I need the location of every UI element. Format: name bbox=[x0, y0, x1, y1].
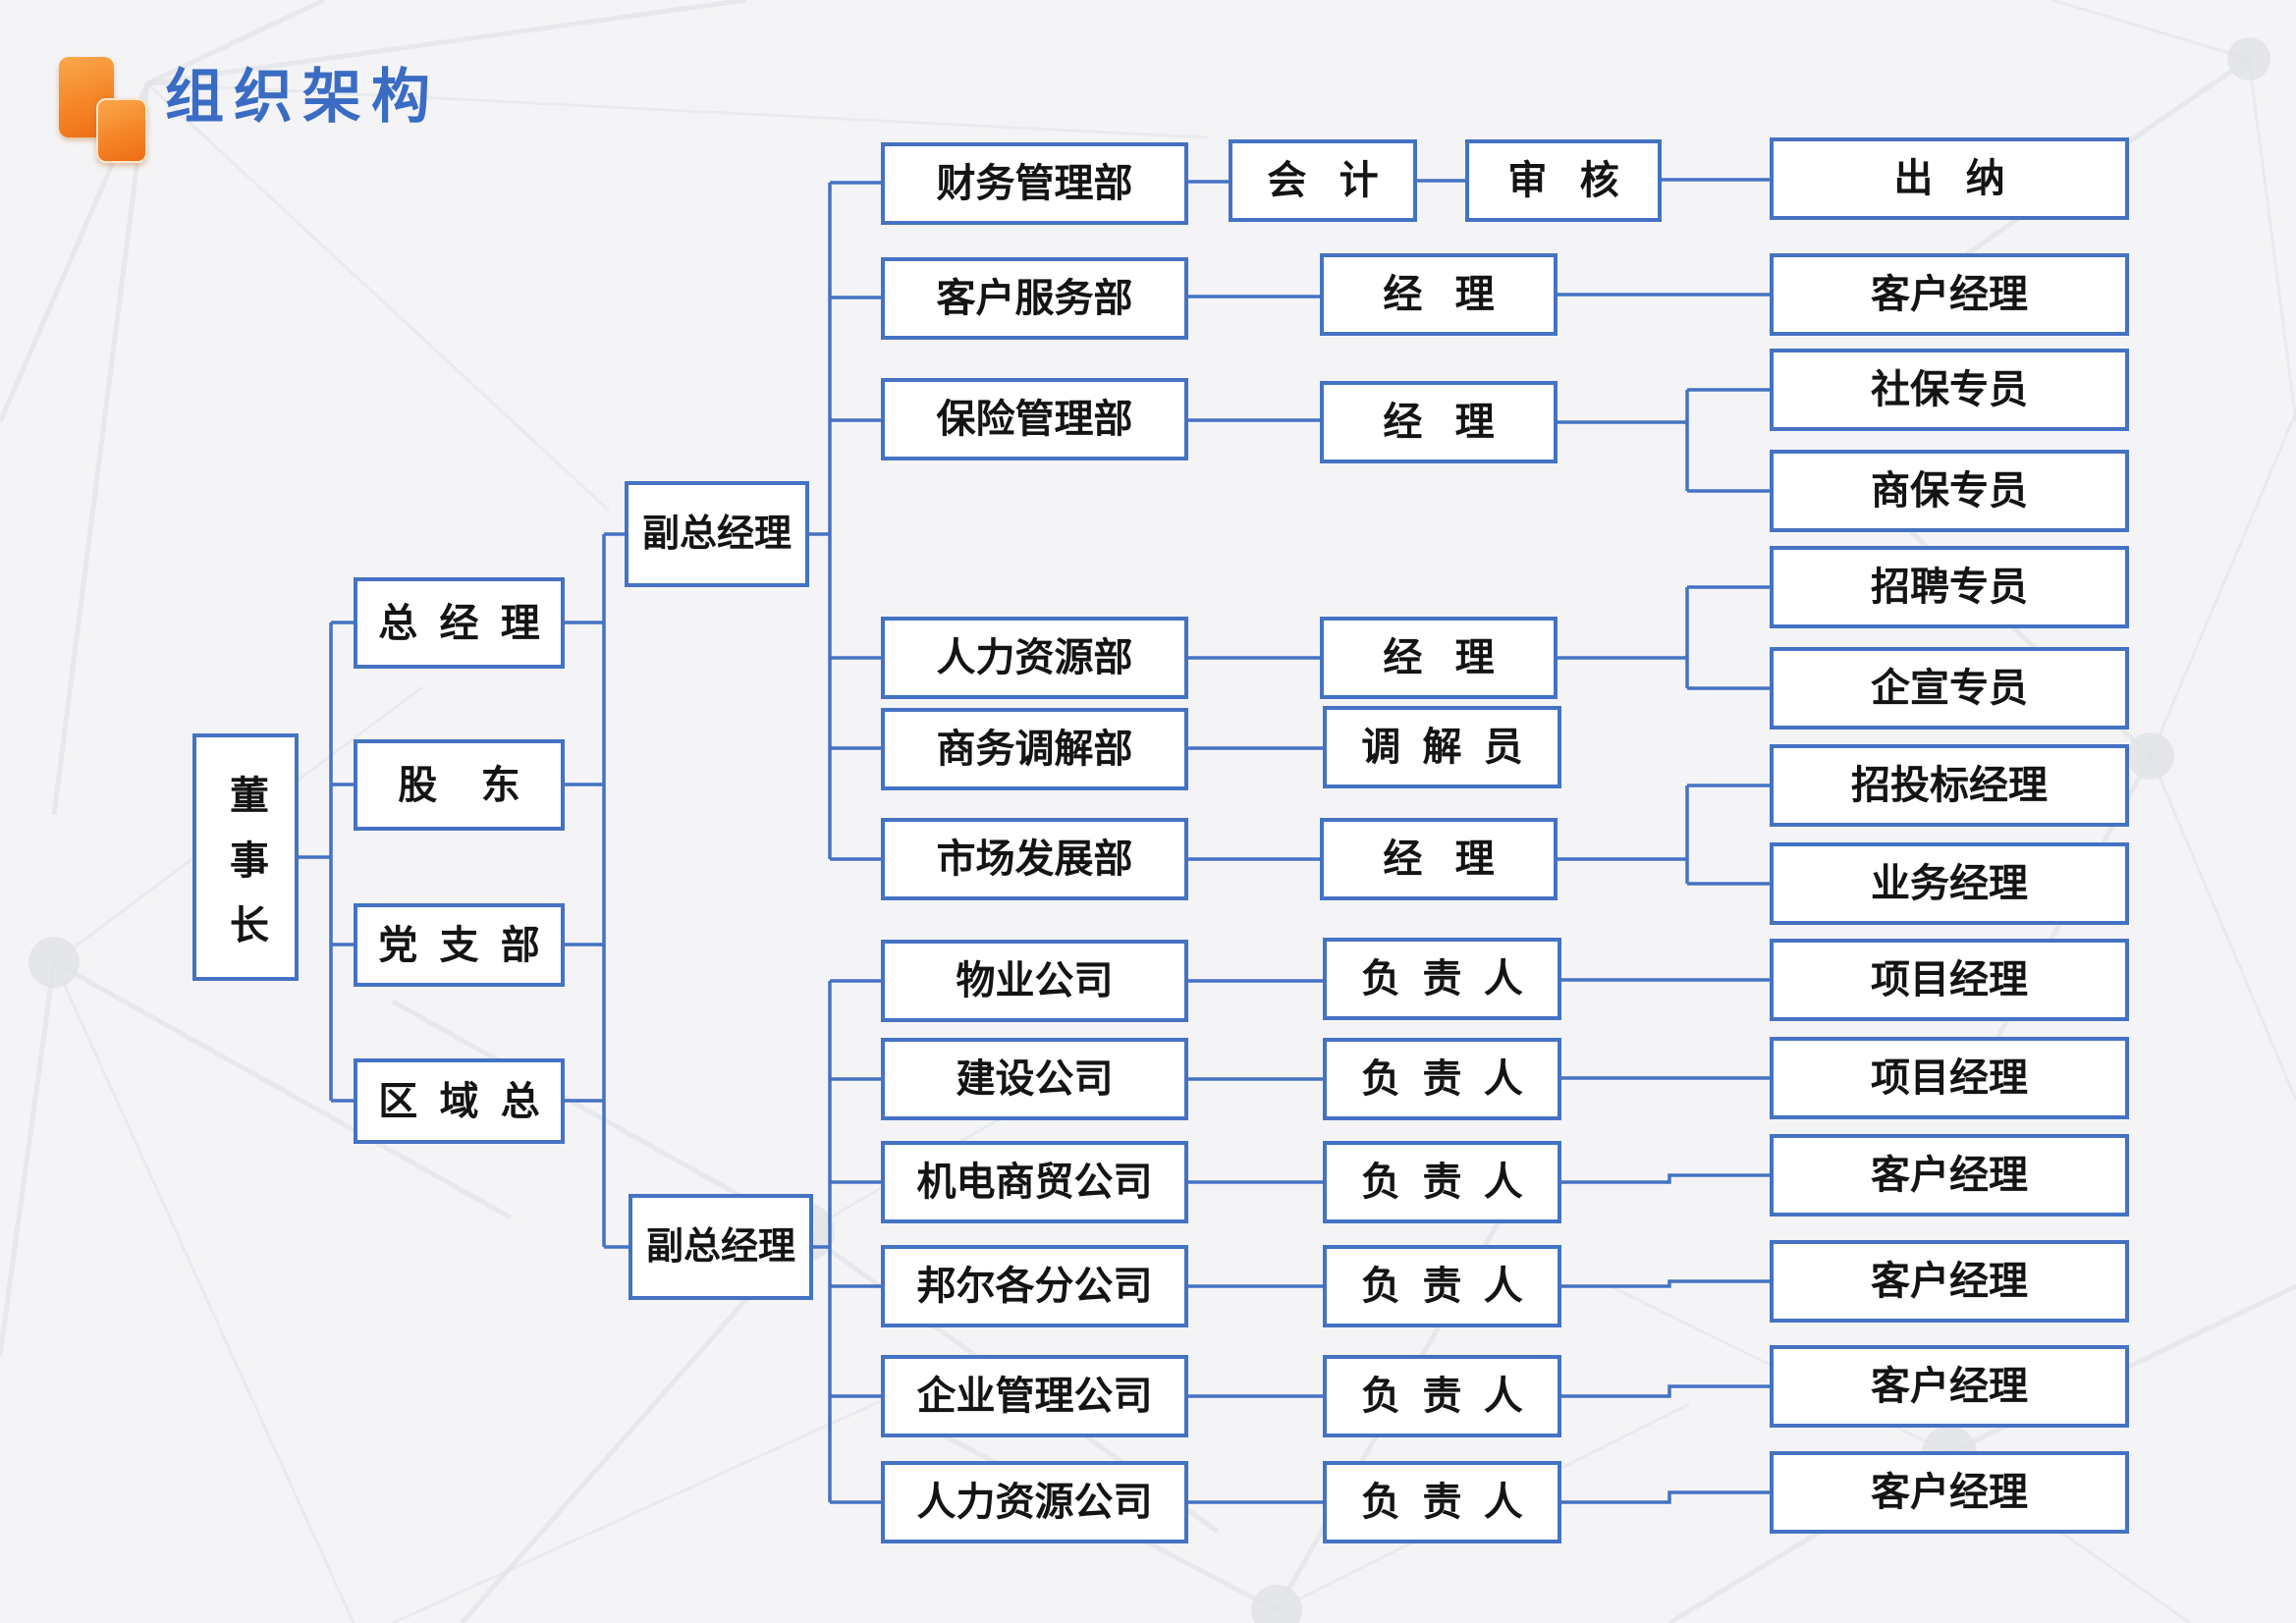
node-manager-customer-service: 经 理 bbox=[1320, 253, 1558, 336]
node-client-manager-mech: 客户经理 bbox=[1770, 1134, 2129, 1217]
node-shareholder: 股 东 bbox=[354, 739, 565, 831]
node-head-mech-trade: 负 责 人 bbox=[1323, 1141, 1561, 1223]
node-mech-trade-company: 机电商贸公司 bbox=[881, 1141, 1188, 1223]
node-manager-insurance: 经 理 bbox=[1320, 381, 1558, 463]
node-finance-dept: 财务管理部 bbox=[881, 142, 1188, 225]
node-party-branch: 党 支 部 bbox=[354, 903, 565, 987]
node-manager-hr: 经 理 bbox=[1320, 617, 1558, 699]
node-client-manager-bangr: 客户经理 bbox=[1770, 1240, 2129, 1323]
node-client-manager-hrco: 客户经理 bbox=[1770, 1451, 2129, 1534]
node-accountant: 会 计 bbox=[1229, 139, 1417, 222]
node-regional-head: 区 域 总 bbox=[354, 1058, 565, 1144]
node-head-enterprise-mgmt: 负 责 人 bbox=[1323, 1355, 1561, 1437]
node-cashier: 出 纳 bbox=[1770, 137, 2129, 220]
node-social-insurance-specialist: 社保专员 bbox=[1770, 349, 2129, 431]
node-commercial-insurance-specialist: 商保专员 bbox=[1770, 450, 2129, 532]
node-client-manager-cs: 客户经理 bbox=[1770, 253, 2129, 336]
page-title: 组织架构 bbox=[165, 65, 440, 130]
node-head-construction: 负 责 人 bbox=[1323, 1038, 1561, 1120]
node-deputy-gm-1: 副总经理 bbox=[625, 481, 809, 587]
node-hr-dept: 人力资源部 bbox=[881, 617, 1188, 699]
node-bangr-branches: 邦尔各分公司 bbox=[881, 1245, 1188, 1327]
node-hr-company: 人力资源公司 bbox=[881, 1461, 1188, 1543]
node-construction-company: 建设公司 bbox=[881, 1038, 1188, 1120]
node-client-manager-enterprise: 客户经理 bbox=[1770, 1345, 2129, 1428]
node-insurance-dept: 保险管理部 bbox=[881, 378, 1188, 460]
node-bidding-manager: 招投标经理 bbox=[1770, 744, 2129, 827]
node-manager-market: 经 理 bbox=[1320, 818, 1558, 900]
node-head-property: 负 责 人 bbox=[1323, 938, 1561, 1020]
node-mediator: 调 解 员 bbox=[1323, 706, 1561, 788]
node-enterprise-mgmt-company: 企业管理公司 bbox=[881, 1355, 1188, 1437]
orange-squares-logo-icon bbox=[57, 51, 165, 163]
node-project-manager-1: 项目经理 bbox=[1770, 939, 2129, 1021]
node-head-hr-company: 负 责 人 bbox=[1323, 1461, 1561, 1543]
node-pr-specialist: 企宣专员 bbox=[1770, 647, 2129, 730]
node-mediation-dept: 商务调解部 bbox=[881, 708, 1188, 790]
node-property-company: 物业公司 bbox=[881, 940, 1188, 1022]
node-chairman: 董事长 bbox=[192, 733, 299, 981]
node-business-manager: 业务经理 bbox=[1770, 842, 2129, 925]
node-market-dev-dept: 市场发展部 bbox=[881, 818, 1188, 900]
node-auditor: 审 核 bbox=[1465, 139, 1662, 222]
node-project-manager-2: 项目经理 bbox=[1770, 1037, 2129, 1119]
node-customer-service-dept: 客户服务部 bbox=[881, 257, 1188, 340]
node-head-bangr: 负 责 人 bbox=[1323, 1245, 1561, 1327]
node-deputy-gm-2: 副总经理 bbox=[629, 1194, 813, 1300]
node-general-manager: 总 经 理 bbox=[354, 577, 565, 669]
node-recruiting-specialist: 招聘专员 bbox=[1770, 546, 2129, 628]
